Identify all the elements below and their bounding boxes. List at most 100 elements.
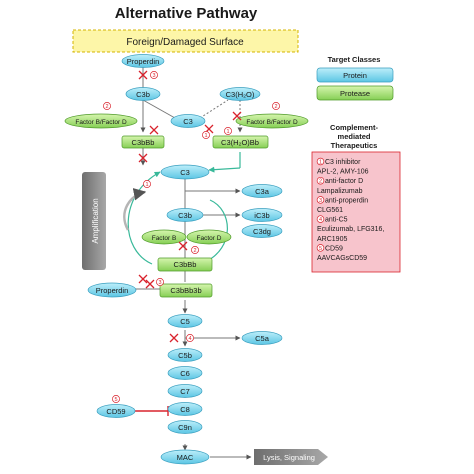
marker-c5: 4 [186, 334, 194, 342]
marker-c3bbb: 1 [143, 180, 151, 188]
svg-text:Lysis, Signaling: Lysis, Signaling [263, 453, 315, 462]
therapeutic-number-badge [316, 157, 325, 166]
therapeutic-number-badge [316, 196, 325, 204]
node-c3bbb3b: C3bBb3b [159, 283, 213, 298]
svg-text:2: 2 [274, 104, 277, 110]
svg-text:iC3b: iC3b [254, 211, 269, 220]
svg-text:C3b: C3b [136, 90, 150, 99]
therapeutic-line: CLG561 [317, 207, 343, 214]
therapeutic-text: ARC1905 [317, 236, 347, 243]
marker-c3-upper: 1 [202, 131, 210, 139]
therapeutic-number: 2 [319, 179, 322, 185]
marker-cd59: 5 [112, 395, 120, 403]
therapeutic-text: Eculizumab, LFG316, [317, 226, 384, 233]
therapeutics-header-3: Therapeutics [331, 141, 378, 150]
node-c7: C7 [167, 384, 203, 398]
svg-text:2: 2 [105, 104, 108, 110]
therapeutic-number: 3 [319, 198, 322, 204]
svg-text:C3: C3 [183, 117, 193, 126]
node-c6: C6 [167, 366, 203, 380]
svg-text:C3: C3 [180, 168, 190, 177]
amplification-label: Amplification [91, 198, 100, 243]
therapeutic-text: CLG561 [317, 207, 343, 214]
therapeutics-panel [311, 151, 401, 273]
svg-text:Factor D: Factor D [197, 235, 222, 242]
connectors [133, 67, 252, 460]
svg-text:C3bBb: C3bBb [174, 260, 197, 269]
therapeutic-number: 4 [319, 217, 322, 223]
node-properdin-mid: Properdin [87, 282, 137, 298]
svg-text:CD59: CD59 [106, 407, 125, 416]
legend-protease: Protease [316, 85, 394, 101]
svg-text:C6: C6 [180, 369, 190, 378]
surface-box [72, 29, 299, 53]
svg-text:C3b: C3b [178, 211, 192, 220]
therapeutic-line: AAVCAGsCD59 [317, 255, 367, 262]
node-factor-bd-right: Factor B/Factor D [235, 113, 309, 129]
surface-label: Foreign/Damaged Surface [126, 37, 244, 48]
therapeutic-text: CD59 [325, 245, 343, 252]
svg-text:C3(H₂O)Bb: C3(H₂O)Bb [221, 138, 259, 147]
therapeutic-number: 5 [319, 246, 322, 252]
svg-text:C5b: C5b [178, 351, 192, 360]
marker-factorbd-mid: 2 [191, 246, 199, 254]
svg-text:1: 1 [226, 129, 229, 135]
therapeutic-text: anti-properdin [325, 197, 368, 204]
svg-text:1: 1 [145, 182, 148, 188]
svg-text:2: 2 [193, 248, 196, 254]
svg-text:C3bBb: C3bBb [132, 138, 155, 147]
svg-text:Properdin: Properdin [96, 286, 129, 295]
marker-factorbd-right: 2 [272, 102, 280, 110]
node-c3-main: C3 [160, 164, 210, 180]
node-cd59: CD59 [96, 404, 136, 418]
marker-properdin-mid: 3 [156, 278, 164, 286]
svg-text:Factor B/Factor D: Factor B/Factor D [246, 119, 298, 126]
node-c3bbb-mid: C3bBb [157, 257, 213, 272]
therapeutic-line: ARC1905 [317, 236, 347, 243]
node-ic3b: iC3b [241, 208, 283, 222]
node-c9n: C9n [167, 420, 203, 434]
svg-text:1: 1 [204, 133, 207, 139]
node-properdin-top: Properdin [121, 54, 165, 68]
svg-text:C3dg: C3dg [253, 227, 271, 236]
node-c5: C5 [167, 314, 203, 328]
svg-text:C8: C8 [180, 405, 190, 414]
therapeutic-number: 1 [319, 160, 322, 166]
node-factor-b: Factor B [141, 229, 187, 245]
therapeutic-text: APL-2, AMY-106 [317, 169, 369, 176]
therapeutic-text: anti-factor D [325, 178, 363, 185]
node-c3dg: C3dg [241, 224, 283, 238]
svg-text:4: 4 [188, 336, 191, 342]
node-c3h2obb: C3(H₂O)Bb [212, 135, 269, 149]
marker-properdin-top: 3 [150, 71, 158, 79]
therapeutic-text: C3 inhibitor [325, 159, 361, 166]
svg-text:MAC: MAC [177, 453, 194, 462]
diagram-title: Alternative Pathway [115, 5, 258, 22]
svg-text:C3bBb3b: C3bBb3b [170, 286, 201, 295]
node-c3-upper: C3 [170, 114, 206, 128]
node-factor-d: Factor D [186, 229, 232, 245]
therapeutic-line: Lampalizumab [317, 188, 363, 195]
node-c5b: C5b [167, 348, 203, 362]
marker-c3h2obb: 1 [224, 127, 232, 135]
amplification-box [82, 172, 106, 270]
therapeutic-line: Eculizumab, LFG316, [317, 226, 384, 233]
node-factor-bd-left: Factor B/Factor D [64, 113, 138, 129]
svg-text:3: 3 [158, 280, 161, 286]
inhibition-crosses [138, 70, 242, 343]
svg-text:Protein: Protein [343, 71, 367, 80]
therapeutics-header-1: Complement- [330, 123, 378, 132]
svg-text:C3a: C3a [255, 187, 270, 196]
svg-text:Protease: Protease [340, 89, 370, 98]
therapeutic-line: APL-2, AMY-106 [317, 169, 369, 176]
node-c3a: C3a [241, 184, 283, 198]
therapeutic-number-badge [316, 244, 325, 252]
therapeutic-text: Lampalizumab [317, 188, 363, 195]
svg-text:C5: C5 [180, 317, 190, 326]
